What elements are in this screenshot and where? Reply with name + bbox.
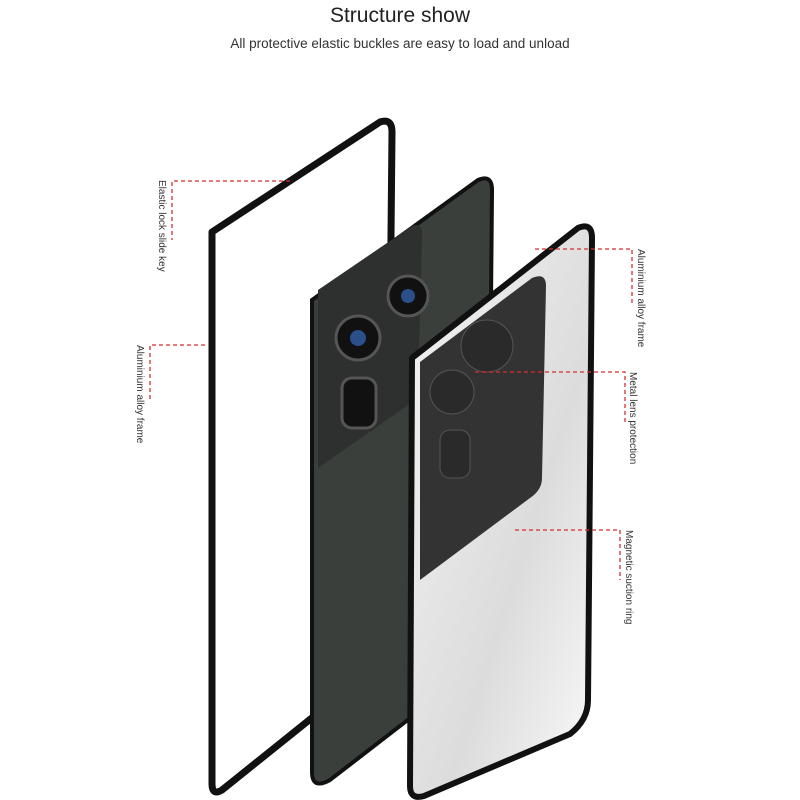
- callout-label-metal-lens-protection: Metal lens protection: [627, 372, 638, 465]
- callout-label-magnetic-suction-ring: Magnetic suction ring: [623, 530, 634, 625]
- callout-lines: [149, 180, 633, 580]
- page-title: Structure show: [329, 4, 471, 27]
- page-subtitle: All protective elastic buckles are easy …: [230, 36, 570, 51]
- callout-label-elastic-lock-slide-key: Elastic lock slide key: [156, 180, 167, 272]
- camera-lens: [340, 376, 378, 430]
- callout-label-aluminium-alloy-frame-left: Aluminium alloy frame: [134, 345, 145, 444]
- callout-label-aluminium-alloy-frame-right: Aluminium alloy frame: [635, 249, 646, 348]
- metal-lens-protector: [420, 276, 546, 580]
